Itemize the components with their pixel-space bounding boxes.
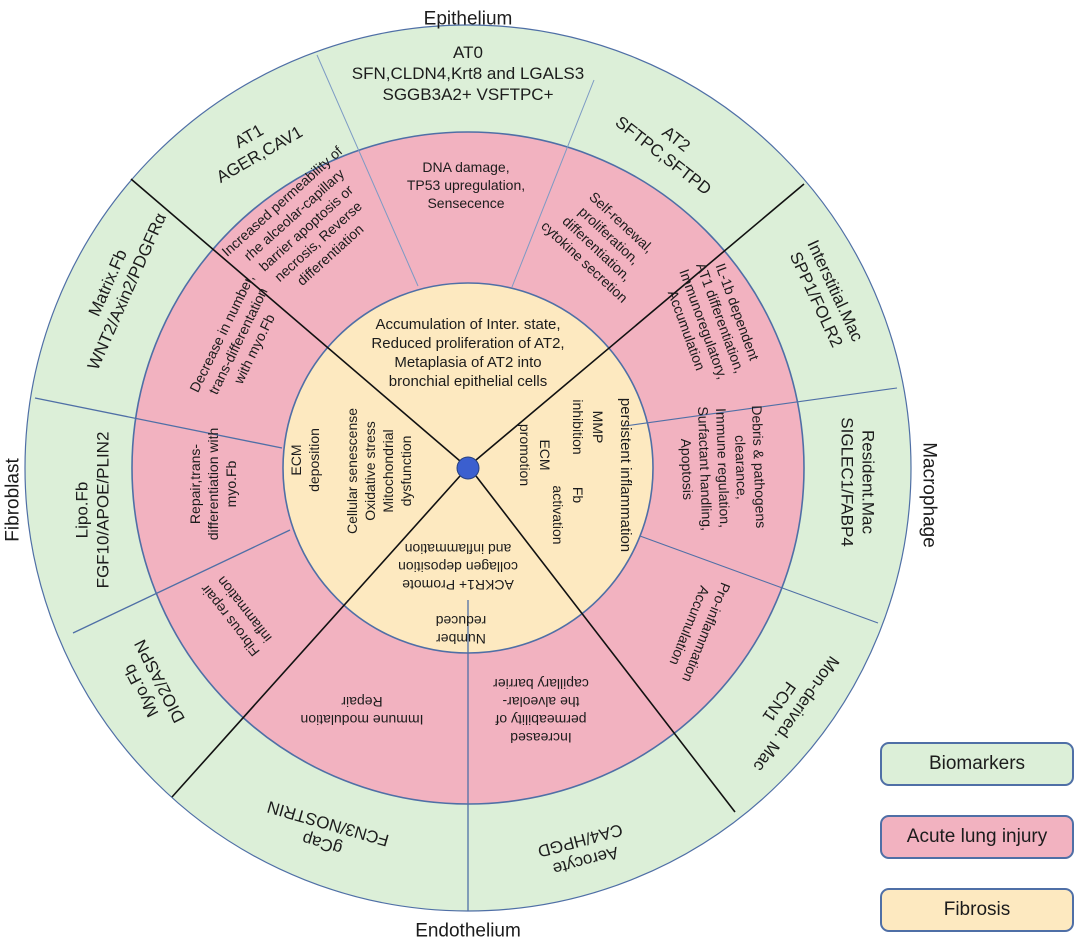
- fibrosis-fibroblast-inner-line: Cellular senescense: [344, 408, 360, 534]
- fibrosis-macrophage-ecm-line: ECM: [537, 439, 553, 470]
- fibrosis-macrophage-outer-line: persistent inflammation: [617, 398, 634, 552]
- divider-lines: [34, 54, 898, 911]
- acute-at0-line: DNA damage,: [422, 159, 509, 175]
- div-lipo-myo: [72, 529, 291, 634]
- fibrosis-endothelium-aerocyte-line: Number: [436, 631, 486, 647]
- fibrosis-fibroblast-inner-line: dysfunction: [398, 436, 414, 507]
- fibrosis-endothelium-gcap-line: ACKR1+ Promote: [402, 577, 514, 593]
- legend-acute-lung-injury: Acute lung injury: [880, 815, 1074, 859]
- acute-lipo-fb-line: differentiation with: [205, 428, 221, 541]
- fibrosis-endothelium-gcap-line: collagen deposition: [398, 559, 518, 575]
- group-endothelium: Endothelium: [415, 921, 521, 942]
- fibrosis-epithelium: Accumulation of Inter. state, Reduced pro…: [371, 316, 564, 390]
- fibrosis-macrophage-fb-2-line: activation: [550, 485, 566, 544]
- fibrosis-epithelium-line: Accumulation of Inter. state,: [375, 316, 560, 333]
- acute-gcap-line: Immune modulation: [301, 712, 424, 728]
- fibrosis-macrophage-ecm: ECM: [537, 439, 553, 470]
- acute-aerocyte-line: permeability of: [495, 712, 586, 728]
- biomarker-lipo-fb-line: Lipo.Fb: [72, 482, 91, 539]
- fibrosis-epithelium-line: Metaplasia of AT2 into: [394, 354, 541, 371]
- acute-aerocyte-line: capillary barrier: [493, 676, 589, 692]
- acute-aerocyte-line: the alveolar-: [502, 694, 579, 710]
- fibrosis-endothelium-gcap: ACKR1+ Promote collagen deposition and inf…: [398, 541, 518, 593]
- acute-resident-mac: Debris & pathogensclearance,Immune regul…: [677, 404, 769, 532]
- spoke-epi-mac: [475, 183, 805, 461]
- biomarker-lipo-fb-line: FGF10/APOE/PLIN2: [93, 432, 112, 589]
- div-rmac-mmac: [639, 535, 879, 624]
- acute-gcap: Immune modulation Repair: [301, 694, 424, 728]
- spoke-mac-endo: [475, 475, 736, 813]
- acute-at0: DNA damage, TP53 upregulation, Sensecence: [407, 159, 525, 211]
- div-at0-at1: [316, 54, 419, 287]
- center-dot: [456, 456, 480, 480]
- acute-resident-mac-line: clearance,: [732, 435, 750, 500]
- legend-biomarkers: Biomarkers: [880, 742, 1074, 786]
- legend-fibrosis: Fibrosis: [880, 888, 1074, 932]
- acute-aerocyte: Increased permeability of the alveolar-cap…: [493, 676, 589, 746]
- fibrosis-fibroblast-inner-line: Mitochondrial: [380, 429, 396, 512]
- biomarker-at0-line: SFN,CLDN4,Krt8 and LGALS3: [352, 64, 584, 83]
- fibrosis-macrophage-mmp-line: MMP: [590, 411, 606, 444]
- acute-at0-line: Sensecence: [427, 195, 504, 211]
- fibrosis-fibroblast-outer-line: ECM: [288, 444, 304, 475]
- group-macrophage-line: Macrophage: [918, 442, 939, 548]
- div-matrix-lipo: [34, 397, 283, 449]
- biomarker-resident-mac-line: SIGLEC1/FABP4: [838, 417, 857, 546]
- group-epithelium: Epithelium: [424, 9, 513, 30]
- group-epithelium-line: Epithelium: [424, 9, 513, 30]
- fibrosis-epithelium-line: bronchial epithelial cells: [389, 373, 547, 390]
- acute-resident-mac-line: Debris & pathogens: [749, 405, 769, 528]
- fibrosis-macrophage-mmp: MMP: [590, 411, 606, 444]
- biomarker-resident-mac-line: Resident.Mac: [859, 430, 878, 534]
- biomarker-resident-mac: Resident.MacSIGLEC1/FABP4: [838, 417, 878, 546]
- fibrosis-macrophage-fb-line: Fb: [570, 487, 586, 504]
- fibrosis-macrophage-mmp-2-line: inhibition: [570, 399, 586, 454]
- legend-biomarkers-label: Biomarkers: [928, 753, 1026, 774]
- group-fibroblast: Fibroblast: [3, 458, 24, 542]
- fibrosis-endothelium-aerocyte-line: reduced: [436, 613, 487, 629]
- fibrosis-fibroblast-inner-line: Oxidative stress: [362, 421, 378, 521]
- acute-resident-mac-line: Surfactant handling,: [695, 406, 715, 531]
- acute-at0-line: TP53 upregulation,: [407, 177, 525, 193]
- group-endothelium-line: Endothelium: [415, 921, 521, 942]
- fibrosis-macrophage-outer: persistent inflammation: [617, 398, 634, 552]
- spoke-endo-fib: [171, 475, 461, 798]
- fibrosis-macrophage-mmp-2: inhibition: [570, 399, 586, 454]
- fibrosis-macrophage-ecm-2: promotion: [517, 424, 533, 486]
- fibrosis-fibroblast-outer-line: deposition: [306, 428, 322, 492]
- legend-acute-label: Acute lung injury: [906, 826, 1048, 847]
- legend-fibrosis-label: Fibrosis: [943, 899, 1011, 920]
- fibrosis-endothelium-gcap-line: and inflammation: [405, 541, 512, 557]
- group-fibroblast-line: Fibroblast: [3, 458, 24, 542]
- group-macrophage: Macrophage: [918, 442, 939, 548]
- biomarker-at0-line: SGGB3A2+ VSFTPC+: [382, 85, 553, 104]
- fibrosis-macrophage-fb-2: activation: [550, 485, 566, 544]
- acute-lipo-fb-line: Repair,trans-: [187, 444, 203, 524]
- fibrosis-epithelium-line: Reduced proliferation of AT2,: [371, 335, 564, 352]
- spoke-epi-fib: [130, 178, 461, 462]
- div-at0-at2: [511, 79, 595, 288]
- acute-gcap-line: Repair: [341, 694, 383, 710]
- fibrosis-endothelium-aerocyte: Number reduced: [436, 613, 487, 647]
- biomarker-at0-line: AT0: [453, 43, 483, 62]
- acute-resident-mac-line: Apoptosis: [678, 438, 696, 500]
- acute-resident-mac-line: Immune regulation,: [713, 408, 733, 528]
- fibrosis-macrophage-ecm-2-line: promotion: [517, 424, 533, 486]
- fibrosis-macrophage-fb: Fb: [570, 487, 586, 504]
- acute-aerocyte-line: Increased: [510, 730, 571, 746]
- acute-lipo-fb-line: myo.Fb: [223, 460, 239, 507]
- div-imac-rmac: [624, 387, 898, 427]
